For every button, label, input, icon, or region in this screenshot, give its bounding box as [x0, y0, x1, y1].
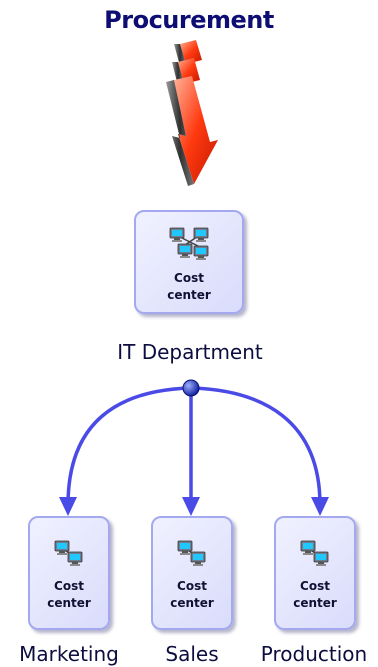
marketing-node-name: Marketing	[19, 642, 119, 666]
downward-flow-arrow-icon	[166, 40, 218, 186]
card-label-line1: Cost	[54, 579, 84, 593]
marketing-cost-center-card[interactable]: Cost center	[28, 516, 110, 630]
computer-network-icon	[177, 540, 206, 567]
diagram-title: Procurement	[104, 6, 274, 34]
computer-network-icon	[169, 227, 209, 261]
computer-network-icon	[300, 540, 329, 567]
root-junction-dot	[182, 379, 200, 397]
card-label-line1: Cost	[174, 271, 204, 285]
connector-to-marketing	[66, 386, 193, 507]
root-cost-center-card[interactable]: Cost center	[134, 210, 244, 314]
sales-node-name: Sales	[165, 642, 219, 666]
connector-to-production	[189, 386, 322, 507]
computer-network-icon	[54, 540, 83, 567]
arrowhead-production	[311, 497, 329, 516]
card-label-line2: center	[47, 596, 91, 610]
card-label-line2: center	[167, 288, 211, 302]
production-cost-center-card[interactable]: Cost center	[274, 516, 356, 630]
root-node-name: IT Department	[117, 340, 263, 364]
card-label-line1: Cost	[177, 579, 207, 593]
arrowhead-marketing	[59, 497, 77, 516]
production-node-name: Production	[260, 642, 368, 666]
arrowhead-sales	[182, 497, 200, 516]
card-label-line2: center	[170, 596, 214, 610]
card-label-line2: center	[293, 596, 337, 610]
sales-cost-center-card[interactable]: Cost center	[151, 516, 233, 630]
card-label-line1: Cost	[300, 579, 330, 593]
